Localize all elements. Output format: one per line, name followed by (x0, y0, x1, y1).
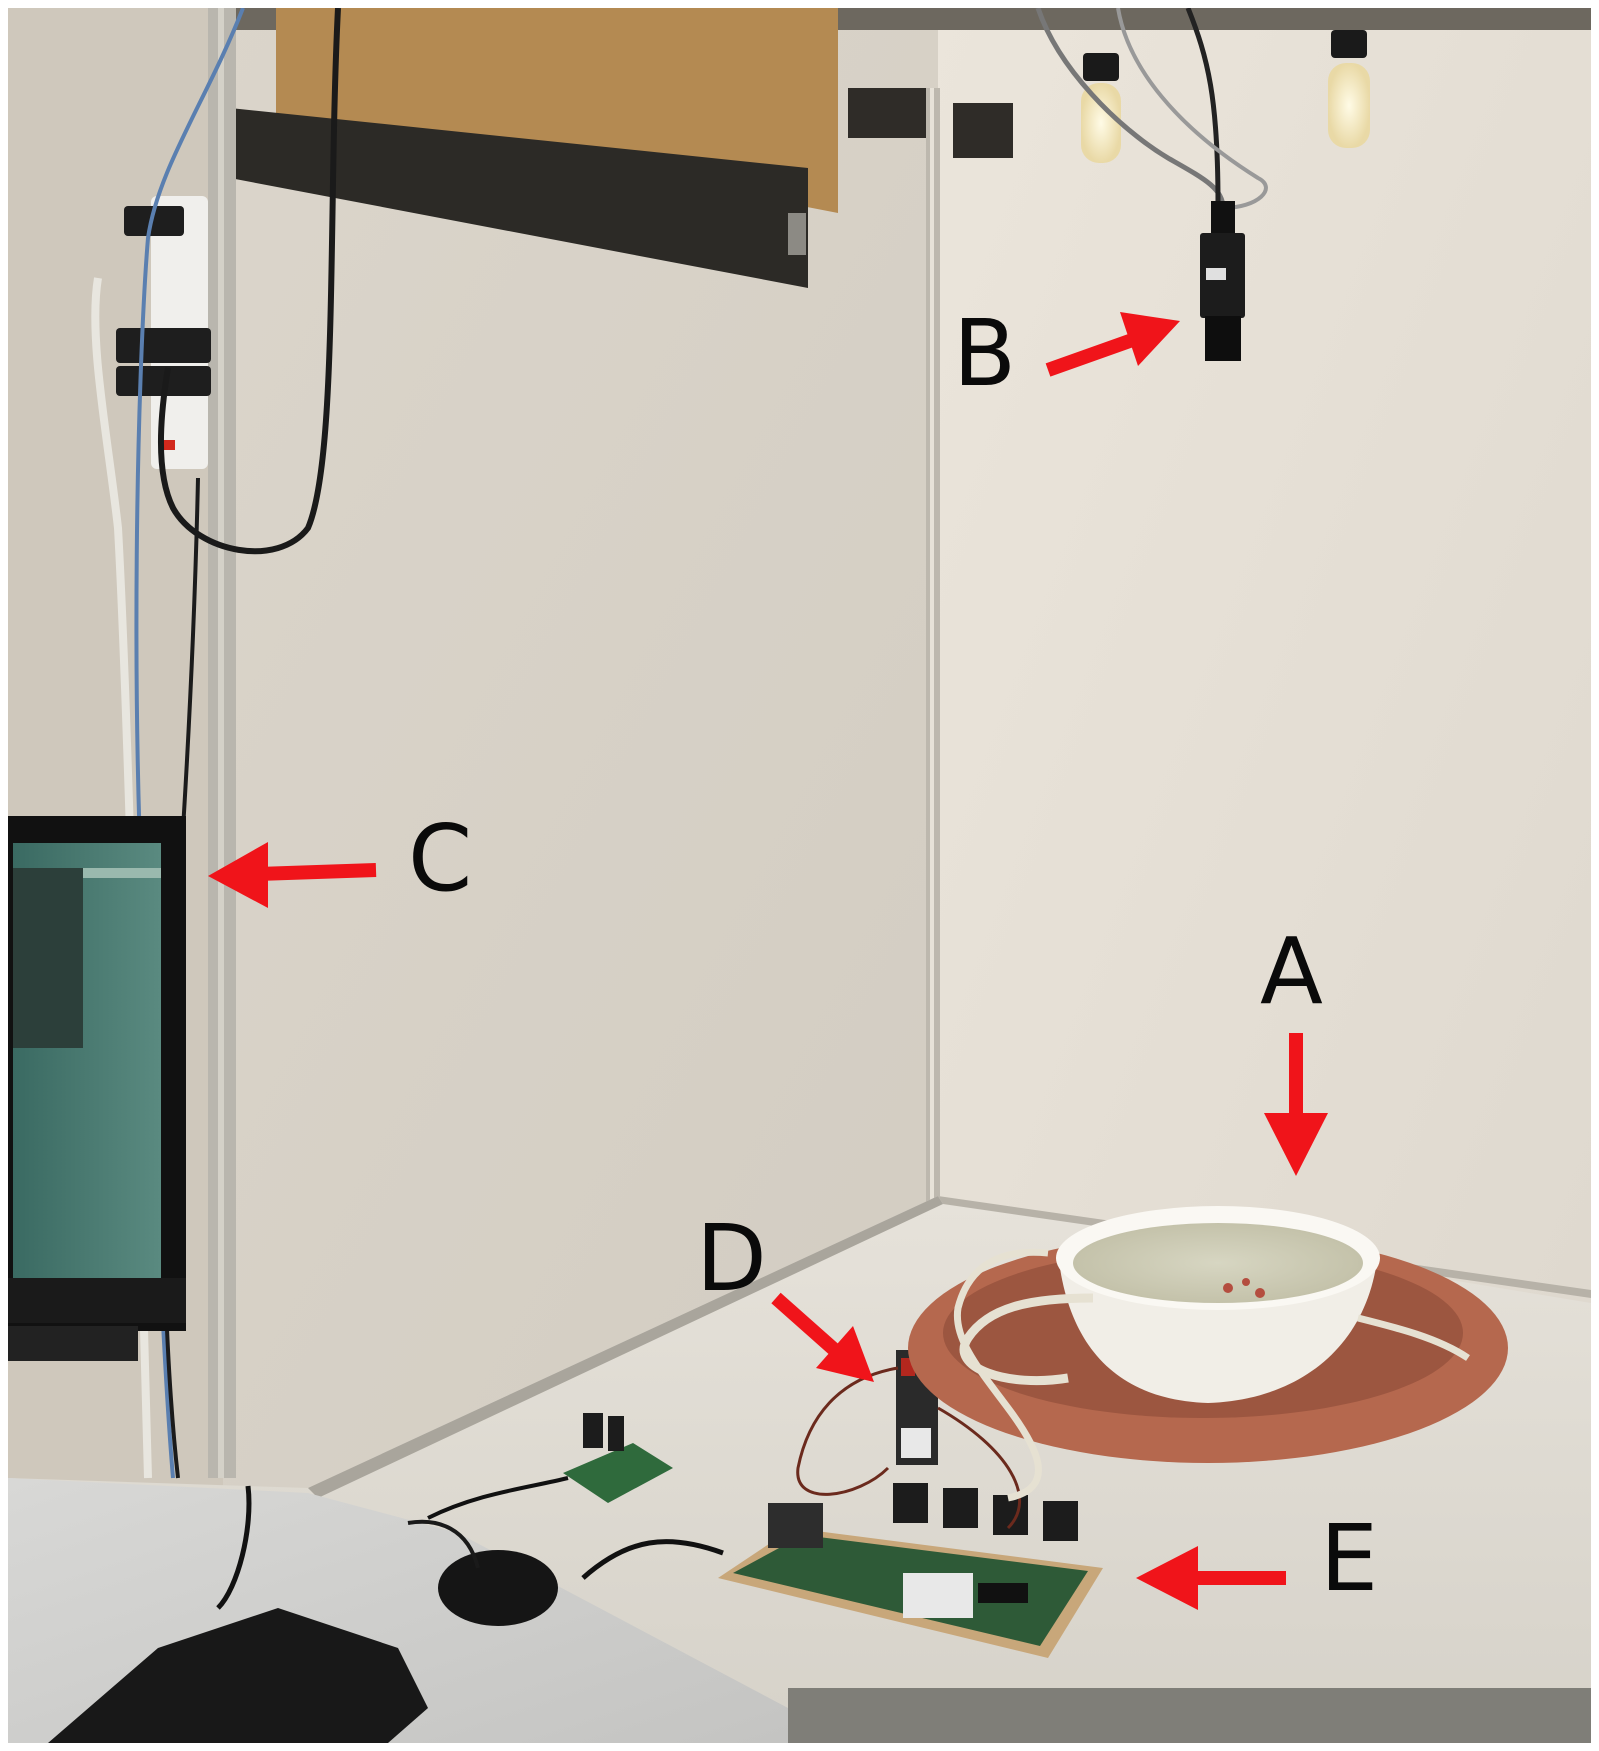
table-bottom-shadow (788, 1688, 1591, 1743)
bowl-tube-3 (1357, 1314, 1470, 1361)
label-b: B (953, 300, 1017, 407)
power-cable-loop (158, 8, 341, 555)
water-particle (1242, 1278, 1250, 1286)
camera (1200, 201, 1245, 361)
arrow-icon (1045, 312, 1180, 377)
main-controller-board (718, 1483, 1103, 1658)
ceiling-beam-right-2 (953, 103, 1013, 158)
monitor (8, 816, 186, 1361)
ceiling-beam-right (848, 88, 928, 138)
camera-cable-3 (1116, 8, 1268, 210)
arrow-icon (1264, 1033, 1328, 1176)
arrow-icon (208, 842, 377, 908)
bracket (788, 213, 806, 255)
table-edge-left (308, 1196, 943, 1498)
profile-left-shade (218, 8, 224, 1478)
computer-mouse (438, 1550, 558, 1626)
lab-scene (8, 8, 1591, 1743)
bowl-tube-2 (953, 1248, 1049, 1502)
small-controller-board (563, 1413, 673, 1503)
water-particle (1223, 1283, 1233, 1293)
desk-cable (216, 1485, 252, 1610)
mouse-cable (407, 1519, 480, 1569)
keyboard (48, 1608, 428, 1743)
profile-corner-highlight (930, 88, 934, 1203)
label-c: C (408, 805, 473, 912)
relay-wires-2 (937, 1406, 1021, 1530)
camera-cable (1035, 8, 1226, 209)
camera-cable-2 (1185, 8, 1221, 204)
label-d: D (696, 1205, 767, 1312)
bowl-tube (959, 1293, 1094, 1386)
ceiling-beam (230, 108, 808, 288)
usb-cable-main (581, 1539, 724, 1580)
usb-cable-small (427, 1476, 569, 1520)
photograph: A B C D E (8, 8, 1591, 1743)
bowl-water (1073, 1223, 1363, 1303)
label-e: E (1320, 1505, 1379, 1612)
relay-wires (796, 1366, 899, 1496)
arrow-icon (771, 1292, 874, 1382)
light-bulb-right (1328, 30, 1370, 148)
water-particle (1255, 1288, 1265, 1298)
label-a: A (1260, 918, 1323, 1025)
arrow-icon (1136, 1546, 1286, 1610)
light-bulb-left (1081, 53, 1121, 163)
